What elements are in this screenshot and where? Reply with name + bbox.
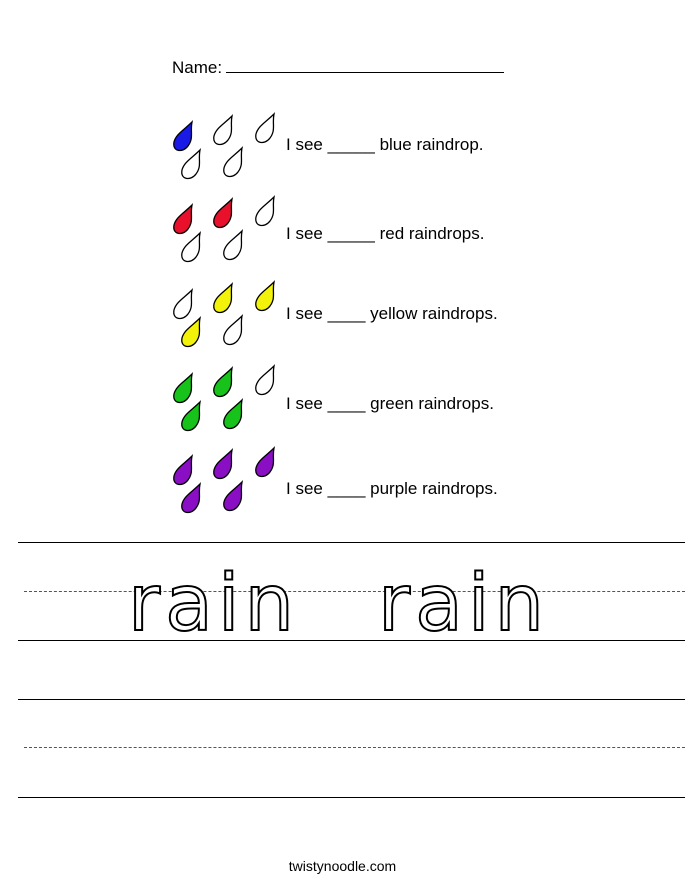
raindrop-filled (255, 280, 275, 312)
sentence: I see ____ purple raindrops. (286, 479, 498, 498)
footer-site: twistynoodle.com (288, 858, 397, 874)
raindrop-row: I see ____ purple raindrops. (160, 446, 560, 526)
raindrop-filled (173, 203, 194, 235)
raindrop-filled (213, 366, 234, 398)
raindrop-outline (255, 364, 275, 396)
raindrop-filled (223, 480, 244, 512)
raindrop-filled (213, 197, 234, 229)
raindrop-outline (181, 148, 202, 180)
raindrop-filled (173, 454, 194, 486)
name-label: Name: (172, 58, 223, 77)
trace-word: rain (127, 559, 299, 649)
raindrop-filled (213, 448, 234, 480)
handwriting-mid-dashed-line[interactable] (24, 747, 685, 748)
raindrop-group (173, 364, 275, 432)
raindrop-group (173, 446, 275, 514)
raindrop-outline (223, 229, 244, 261)
handwriting-mid-dashed-line (24, 591, 685, 592)
raindrop-filled (173, 372, 194, 404)
raindrop-outline (223, 314, 244, 346)
raindrop-group (173, 280, 275, 348)
raindrop-filled (181, 400, 202, 432)
sentence: I see _____ red raindrops. (286, 224, 485, 243)
handwriting-top-line[interactable] (18, 699, 685, 700)
raindrop-filled (213, 282, 234, 314)
raindrop-outline (173, 288, 194, 320)
sentence: I see ____ yellow raindrops. (286, 304, 498, 323)
raindrop-outline (223, 146, 244, 178)
trace-word: rain (377, 559, 549, 649)
raindrop-filled (181, 316, 202, 348)
raindrop-outline (181, 231, 202, 263)
raindrop-row: I see ____ green raindrops. (160, 364, 560, 444)
raindrop-filled (173, 120, 194, 152)
handwriting-top-line (18, 542, 685, 543)
name-line: Name: (172, 56, 505, 78)
raindrop-outline (255, 112, 275, 144)
raindrop-row: I see _____ red raindrops. (160, 195, 560, 275)
raindrop-group (173, 195, 275, 263)
raindrop-outline (255, 195, 275, 227)
sentence: I see _____ blue raindrop. (286, 135, 484, 154)
handwriting-base-line[interactable] (18, 797, 685, 798)
name-underline[interactable] (226, 56, 505, 73)
raindrop-row: I see _____ blue raindrop. (160, 112, 560, 192)
handwriting-base-line (18, 640, 685, 641)
raindrop-row: I see ____ yellow raindrops. (160, 280, 560, 360)
sentence: I see ____ green raindrops. (286, 394, 494, 413)
raindrop-filled (223, 398, 244, 430)
raindrop-filled (181, 482, 202, 514)
raindrop-outline (213, 114, 234, 146)
raindrop-group (173, 112, 275, 180)
raindrop-filled (255, 446, 275, 478)
